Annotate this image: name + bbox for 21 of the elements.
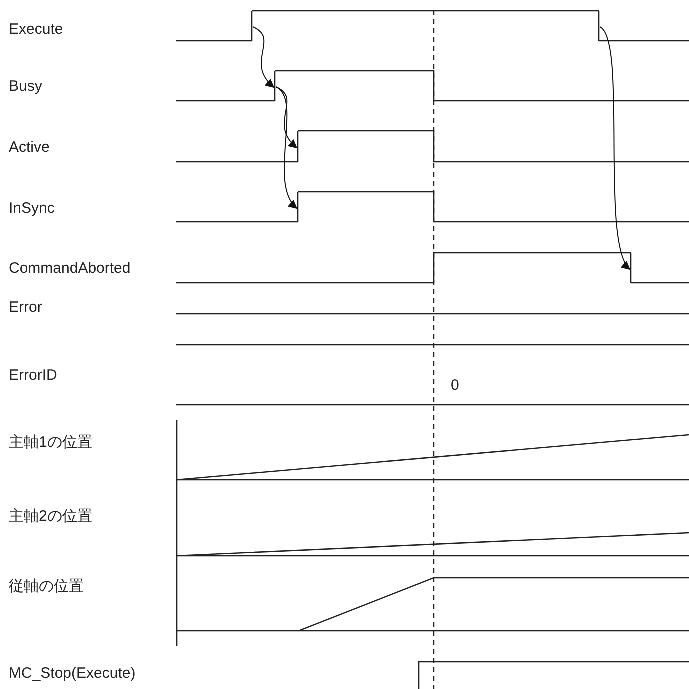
signal-name: Busy bbox=[9, 78, 42, 96]
rising-edge bbox=[251, 11, 253, 41]
signal-name: 主軸1の位置 bbox=[9, 434, 92, 452]
falling-edge bbox=[598, 11, 600, 41]
signal-name: Active bbox=[9, 139, 50, 157]
causal-arrow bbox=[252, 26, 275, 88]
falling-edge bbox=[630, 253, 632, 283]
rising-edge bbox=[274, 71, 276, 101]
causal-arrow bbox=[276, 86, 298, 210]
signal-name: ErrorID bbox=[9, 367, 58, 385]
signal-name: 従軸の位置 bbox=[9, 578, 84, 596]
rising-edge bbox=[297, 131, 299, 162]
signal-name: InSync bbox=[9, 200, 55, 218]
signal-name: CommandAborted bbox=[9, 260, 131, 278]
signal-name: Error bbox=[9, 299, 42, 317]
causal-arrow bbox=[600, 26, 630, 270]
signal-name: 主軸2の位置 bbox=[9, 508, 92, 526]
signal-name: Execute bbox=[9, 21, 64, 39]
rising-edge bbox=[297, 192, 299, 222]
signal-name: MC_Stop(Execute) bbox=[9, 665, 136, 683]
bus-value: 0 bbox=[451, 377, 460, 395]
